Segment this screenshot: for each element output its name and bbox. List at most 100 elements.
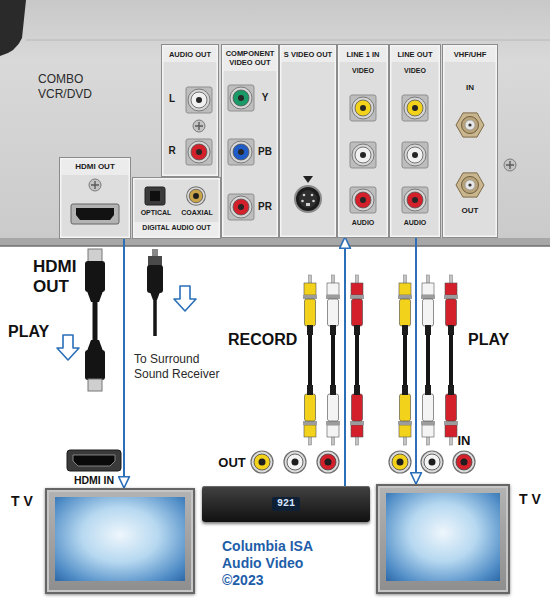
jack-label: OUT [445, 206, 495, 216]
jack-label: COAXIAL [176, 209, 218, 217]
panel-screw [89, 179, 101, 191]
section-plate [280, 45, 336, 237]
section-heading: LINE 1 IN [340, 50, 386, 59]
rca-cable [310, 333, 451, 387]
rca-cable [350, 385, 364, 445]
section-heading-band [443, 45, 497, 62]
display-readout: 921 [272, 497, 300, 511]
tv-label: T V [6, 493, 38, 510]
s-video-jack [303, 194, 306, 197]
rca-jack [402, 187, 428, 213]
jack-label: Y [256, 92, 274, 104]
jack-section: LINE 1 INVIDEOAUDIO [338, 45, 388, 237]
section-heading: HDMI OUT [62, 162, 128, 172]
cable-label: HDMI OUT [33, 257, 85, 297]
signal-connector [415, 237, 417, 484]
rca-cable [303, 385, 317, 445]
rca-cable [421, 275, 435, 335]
section-heading-band [338, 45, 388, 62]
optical-cable [153, 299, 157, 336]
s-video-jack [301, 200, 304, 203]
rca-cable [303, 275, 458, 445]
jack-label: R [166, 145, 178, 157]
coaxial-jack [187, 187, 206, 206]
s-video-jack [311, 194, 314, 197]
s-video-jack [312, 200, 315, 203]
av-jack-row [251, 451, 475, 473]
rca-cable [326, 275, 340, 335]
section-heading: AUDIO OUT [164, 50, 216, 59]
credit: Columbia ISA Audio Video ©2023 [222, 538, 326, 589]
optical-cable [150, 292, 160, 300]
rca-jack [228, 194, 254, 220]
direction-arrow [57, 335, 79, 360]
section-plate [222, 45, 278, 237]
rca-cable [398, 385, 412, 445]
section-plate [390, 45, 440, 237]
rca-cable [398, 275, 412, 335]
panel-backdrop [0, 238, 550, 246]
recorder: 921 [202, 486, 370, 522]
section-heading-band [280, 45, 336, 62]
rca-jack [186, 85, 428, 220]
optical-cable [152, 249, 158, 257]
jack-label: OPTICAL [135, 209, 177, 217]
panel-backdrop [0, 0, 550, 246]
s-video-jack [303, 176, 313, 183]
rca-cable [303, 275, 317, 335]
rca-jack [350, 142, 376, 168]
jack-label: IN [445, 83, 495, 93]
optical-port [150, 191, 160, 201]
panel-screw [504, 159, 516, 171]
jack-section: OPTICALCOAXIAL DIGITAL AUDIO OUT [133, 178, 220, 238]
hdmi-cable [93, 300, 98, 342]
direction-arrow [174, 286, 196, 311]
rca-jack [228, 139, 254, 165]
jack-label: PR [256, 201, 274, 213]
section-heading: LINE OUT [392, 50, 438, 59]
section-plate [60, 158, 130, 238]
device-name: COMBO VCR/DVD [38, 72, 100, 102]
panel-backdrop [26, 40, 550, 41]
rca-jack [186, 87, 212, 113]
edge-label: PLAY [8, 322, 56, 341]
av-jack-row [389, 451, 411, 473]
hdmi-cable [88, 379, 102, 391]
rca-jack [350, 95, 376, 121]
panel-screw [89, 120, 516, 191]
rca-jack [350, 187, 376, 213]
hdmi-cable [85, 249, 105, 391]
section-heading: DIGITAL AUDIO OUT [135, 224, 218, 232]
jack-label: PB [256, 146, 274, 158]
section-plate [162, 45, 218, 176]
optical-port [145, 187, 165, 205]
section-heading-band [133, 222, 220, 238]
panel-backdrop [0, 245, 550, 247]
jack-section: LINE OUTVIDEOAUDIO [390, 45, 440, 237]
panel-screw [193, 120, 205, 132]
hdmi-cable [85, 261, 105, 292]
rca-cable [326, 385, 340, 445]
rca-cable [444, 385, 458, 445]
rca-cable [421, 385, 435, 445]
av-jack-row [317, 451, 339, 473]
edge-label: PLAY [468, 330, 518, 349]
av-jack-row [284, 451, 306, 473]
section-plate [338, 45, 388, 237]
section-plate [60, 45, 497, 238]
s-video-jack [299, 190, 317, 208]
section-heading-band [162, 45, 218, 62]
tv-hdmi-port [67, 450, 121, 471]
section-heading: VHF/UHF [445, 50, 495, 59]
panel-backdrop [0, 0, 550, 246]
signal-connector [344, 237, 346, 486]
jack-label: VIDEO [340, 67, 386, 75]
signal-connector [123, 238, 125, 488]
section-heading-band [390, 45, 440, 62]
jack-label: AUDIO [392, 219, 438, 227]
tv-hdmi-port [73, 455, 115, 466]
coaxial-jack [187, 187, 206, 206]
antenna-connector [456, 113, 484, 197]
